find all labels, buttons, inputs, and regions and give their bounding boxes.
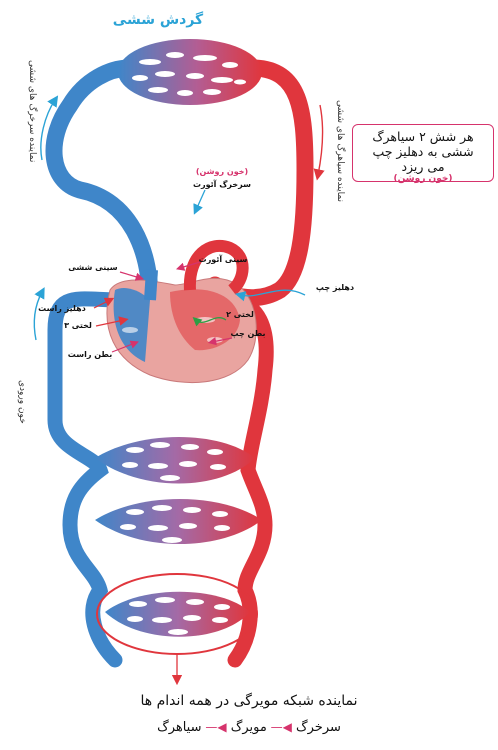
side-label-left-bottom: خون ورودی	[17, 380, 27, 424]
diagram-title: گردش ششی	[113, 11, 204, 28]
legend-vein: سیاهرگ	[157, 720, 201, 735]
side-label-left-top: نماینده سرخرگ های ششی	[27, 60, 39, 162]
label-left-ventricle: بطن چپ	[230, 329, 265, 338]
legend-capillary: مویرگ	[231, 720, 267, 735]
legend-arrow-1: ◀—	[267, 720, 292, 734]
label-right-ventricle: بطن راست	[68, 350, 112, 359]
right-down-arrow	[318, 105, 323, 175]
callout-line-2: ششی به دهلیز چپ	[353, 144, 493, 159]
callout-line-3: می ریزد	[353, 159, 493, 174]
callout-line-4: (خون روشن)	[353, 174, 493, 184]
aorta-pointer	[196, 190, 205, 210]
bottom-legend: سرخرگ ◀— مویرگ ◀— سیاهرگ	[0, 720, 498, 735]
label-oxygenated-top: (خون روشن)	[196, 167, 248, 176]
capillary-bed-2	[95, 499, 262, 544]
label-tricuspid: ۳ لختی	[64, 321, 92, 330]
pulm-valve-pointer	[120, 272, 140, 278]
pulmonary-vein-callout: هر شش ۲ سیاهرگ ششی به دهلیز چپ می ریزد (…	[352, 124, 494, 182]
label-aortic-valve: سینی آئورت	[199, 254, 248, 264]
callout-line-1: هر شش ۲ سیاهرگ	[353, 129, 493, 144]
legend-artery: سرخرگ	[296, 720, 341, 735]
bottom-caption: نماینده شبکه مویرگی در همه اندام ها	[0, 693, 498, 709]
capillary-bed-1	[95, 437, 255, 484]
label-left-atrium: دهلیز چپ	[316, 283, 354, 292]
left-up-arrow-2	[34, 292, 42, 340]
capillary-bed-3	[105, 592, 250, 637]
label-bicuspid: ۲ لختی	[226, 310, 254, 319]
label-right-atrium: دهلیز راست	[38, 304, 86, 313]
legend-arrow-2: ◀—	[202, 720, 227, 734]
label-aorta: سرخرگ آئورت	[193, 179, 251, 189]
side-label-right-top: نماینده سیاهرگ های ششی	[335, 100, 347, 202]
label-pulmonary-valve: سینی ششی	[68, 263, 118, 272]
